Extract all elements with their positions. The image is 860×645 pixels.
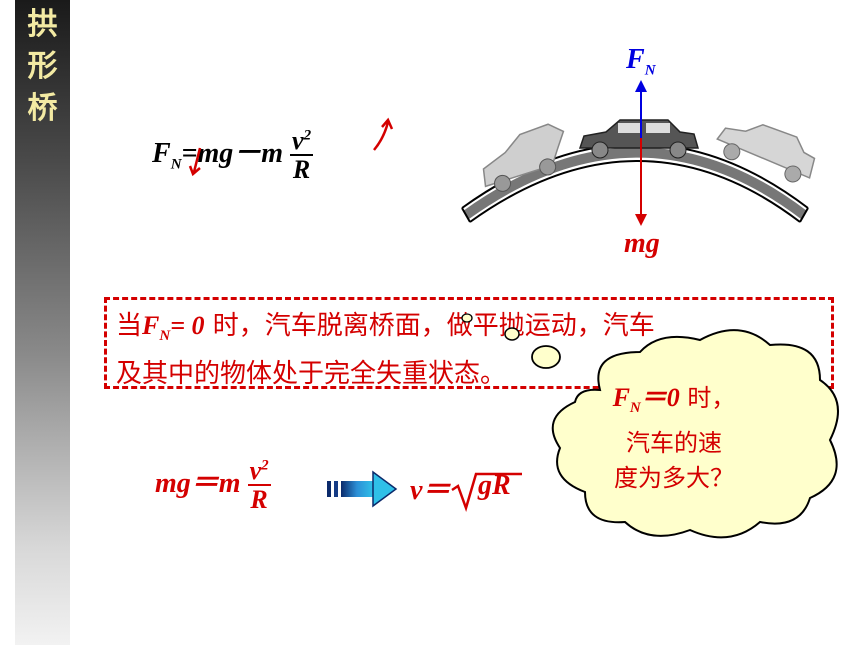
formula-radicand: gR <box>478 470 511 501</box>
cloud-line-2: 汽车的速 <box>626 429 722 458</box>
cloud-line-3: 度为多大？ <box>614 464 734 493</box>
info-box-line-2: 及其中的物体处于完全失重状态。 <box>116 359 507 390</box>
info-box-text: 当FN= 0 时，汽车脱离桥面，做平抛运动，汽车 及其中的物体处于完全失重状态。 <box>116 307 828 393</box>
info-box <box>104 297 834 389</box>
car-left-icon <box>482 123 565 192</box>
sidebar-title-char: 形 <box>27 49 58 84</box>
gravity-label: mg <box>624 228 660 259</box>
sidebar-title: 拱 形 桥 <box>15 4 70 130</box>
info-box-line-1: 当FN= 0 时，汽车脱离桥面，做平抛运动，汽车 <box>116 311 655 345</box>
gravity-arrow <box>635 138 647 226</box>
car-middle-icon <box>578 119 699 159</box>
formula-fraction: v2 R <box>290 126 314 184</box>
cloud-line-1: FN＝0 时， <box>612 383 736 417</box>
normal-force-arrow <box>635 80 647 138</box>
sidebar: 拱 形 桥 <box>15 0 70 645</box>
cloud-question: FN＝0 时， 汽车的速 度为多大？ <box>574 380 774 496</box>
sidebar-title-char: 桥 <box>27 91 58 126</box>
car-right-icon <box>716 123 816 183</box>
formula-critical-speed: v＝ <box>410 475 451 506</box>
normal-force-label: FN <box>626 44 656 79</box>
formula-fn: FN <box>152 137 182 173</box>
sidebar-title-char: 拱 <box>27 7 58 42</box>
formula-fraction: v2 R <box>247 456 271 514</box>
formula-critical-condition: mg＝m v2 R <box>155 456 271 514</box>
